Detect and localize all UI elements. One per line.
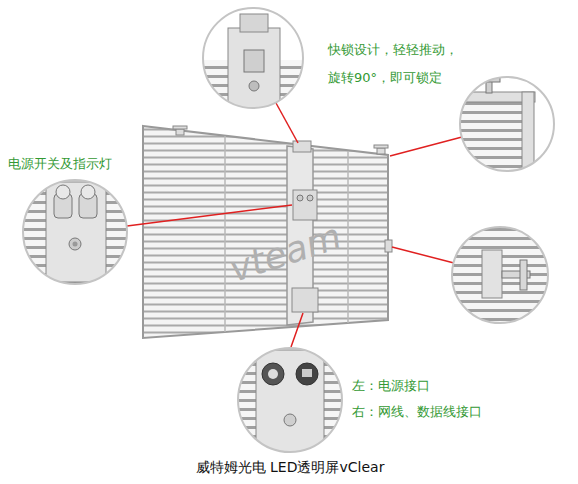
lock-housing bbox=[228, 28, 280, 108]
screw bbox=[249, 81, 259, 91]
gland-cap bbox=[56, 185, 70, 199]
network-socket bbox=[302, 369, 312, 377]
circle-border bbox=[452, 227, 548, 323]
gland bbox=[297, 195, 303, 201]
lock-bar bbox=[482, 250, 502, 298]
panel-divider bbox=[224, 136, 226, 332]
slats bbox=[20, 178, 130, 288]
slats bbox=[450, 225, 550, 325]
panel-divider bbox=[347, 151, 349, 323]
callout-text: 右：网线、数据线接口 bbox=[352, 403, 482, 421]
circle-border bbox=[23, 180, 127, 284]
detail-circle bbox=[455, 77, 554, 192]
leader-line bbox=[291, 313, 303, 347]
quick-lock bbox=[293, 141, 311, 152]
handle bbox=[176, 129, 184, 135]
power-socket bbox=[268, 369, 278, 379]
connector-housing bbox=[256, 350, 324, 458]
handle bbox=[374, 145, 388, 148]
caption: 威特姆光电 LED透明屏vClear bbox=[196, 458, 385, 476]
power-socket bbox=[262, 363, 284, 385]
led-panel bbox=[143, 126, 392, 338]
leader-line bbox=[392, 247, 454, 263]
lock-knob bbox=[244, 50, 264, 72]
indicator-light bbox=[69, 238, 81, 250]
callout-text: 快锁设计，轻轻推动， 旋转90°，即可锁定 bbox=[328, 36, 468, 92]
handle bbox=[377, 148, 385, 154]
connector-box bbox=[292, 288, 318, 312]
circle-border bbox=[238, 348, 342, 452]
panel-frame bbox=[143, 126, 388, 338]
screw bbox=[284, 414, 296, 426]
leader-line bbox=[390, 137, 462, 156]
lock-tab bbox=[240, 14, 268, 32]
detail-ground bbox=[203, 8, 303, 108]
detail-circle bbox=[236, 348, 344, 458]
power-box bbox=[293, 190, 317, 220]
handle bbox=[173, 126, 187, 129]
callout-text: 电源开关及指示灯 bbox=[8, 155, 112, 173]
circle-border bbox=[203, 8, 303, 108]
indicator-light bbox=[73, 242, 78, 247]
leader-line bbox=[127, 205, 292, 226]
network-socket bbox=[296, 363, 318, 385]
t-lock bbox=[520, 260, 527, 290]
detail-circle bbox=[20, 178, 130, 288]
gland-cap bbox=[81, 185, 95, 199]
callout-text: 左：电源接口 bbox=[352, 377, 430, 395]
circle-border bbox=[460, 77, 554, 171]
leader-line bbox=[276, 103, 298, 143]
power-housing bbox=[46, 182, 106, 282]
detail-circle bbox=[200, 8, 310, 110]
frame-side bbox=[522, 92, 534, 192]
side-lock bbox=[385, 240, 392, 252]
gland bbox=[307, 195, 313, 201]
detail-circle bbox=[450, 225, 550, 325]
leader-lines bbox=[127, 103, 462, 347]
